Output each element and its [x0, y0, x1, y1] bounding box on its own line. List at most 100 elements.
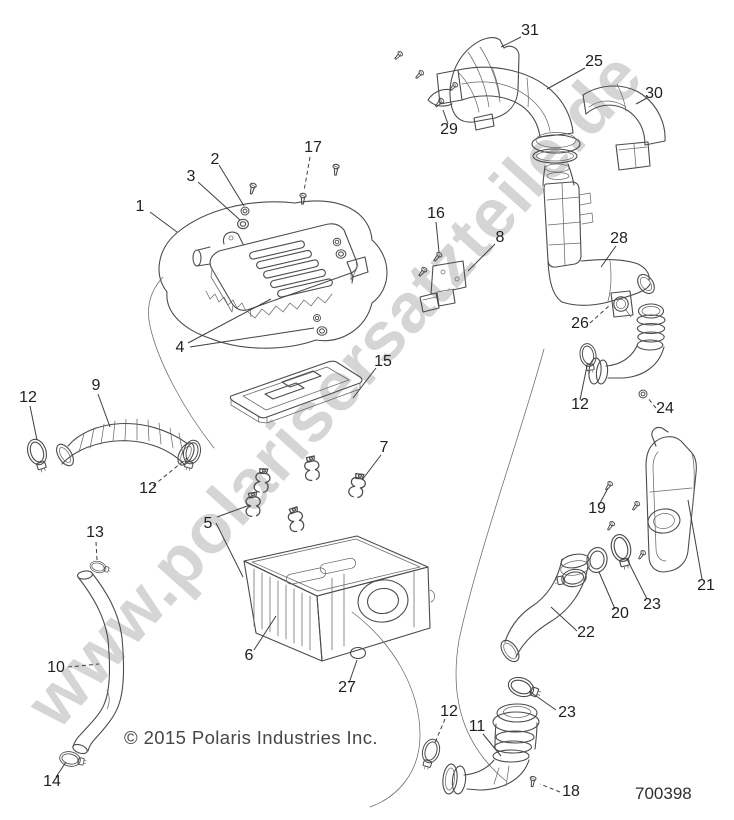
- leader-29: [442, 109, 449, 125]
- callout-23-b: 23: [558, 704, 576, 721]
- part-screws-17: [247, 163, 340, 205]
- leader-12c: [579, 365, 588, 401]
- callout-17: 17: [304, 139, 322, 156]
- leader-18: [539, 783, 561, 793]
- part-seal-ring: [532, 148, 578, 164]
- part-airbox-base: [243, 535, 435, 662]
- screw-icon: [636, 549, 647, 561]
- leader-lines: [29, 36, 703, 793]
- screw-icon: [605, 520, 616, 532]
- callout-14: 14: [43, 773, 61, 790]
- screw-icon: [331, 163, 340, 176]
- callout-12-d: 12: [440, 703, 458, 720]
- leader-4a: [187, 298, 272, 344]
- callout-5: 5: [204, 515, 213, 532]
- callout-12-b: 12: [139, 480, 157, 497]
- callout-6: 6: [245, 647, 254, 664]
- leader-5a: [216, 504, 251, 518]
- leader-12a: [29, 405, 38, 441]
- leader-25: [546, 67, 586, 90]
- leader-8: [467, 243, 496, 272]
- callout-21: 21: [697, 577, 715, 594]
- part-duct-25: [436, 66, 581, 164]
- leader-7: [361, 454, 382, 481]
- part-ring-20: [586, 547, 608, 573]
- clip-icon: [286, 505, 306, 534]
- screw-icon: [413, 69, 425, 81]
- part-boot-11: [442, 703, 540, 795]
- part-clamp-23-mid: [607, 531, 636, 572]
- callout-labels: 1 2 3 4 5 6 7 8 9 10 11 12 12 12 12 13 1…: [19, 22, 715, 800]
- leader-5b: [215, 522, 244, 578]
- callout-1: 1: [136, 198, 145, 215]
- leader-4b: [189, 327, 315, 348]
- leader-12d: [433, 718, 446, 746]
- nut-2: [240, 206, 250, 216]
- callout-12-a: 12: [19, 389, 37, 406]
- part-bracket-8: [419, 260, 467, 313]
- leader-13: [95, 541, 98, 561]
- leader-15: [352, 367, 377, 399]
- leader-19: [598, 487, 609, 506]
- part-clamp-12-left: [23, 436, 53, 475]
- part-clamp-23-bottom: [505, 673, 544, 704]
- grommet: [335, 249, 347, 259]
- callout-15: 15: [374, 353, 392, 370]
- callout-7: 7: [380, 439, 389, 456]
- screw-icon: [247, 182, 258, 196]
- leader-28: [600, 245, 617, 268]
- callout-27: 27: [338, 679, 356, 696]
- nut: [332, 237, 342, 247]
- screw-icon: [630, 500, 641, 512]
- callout-30: 30: [645, 85, 663, 102]
- leader-31: [500, 36, 522, 48]
- callout-24: 24: [656, 400, 674, 417]
- part-intake-hose-9: [56, 418, 195, 467]
- part-hose-22: [500, 553, 590, 663]
- leader-14: [55, 761, 67, 778]
- leader-24: [646, 396, 657, 409]
- part-clamp-12-right: [577, 341, 600, 375]
- part-grommet-27: [349, 646, 367, 660]
- part-airbox-cover: [192, 223, 369, 319]
- callout-9: 9: [92, 377, 101, 394]
- part-boot-right: [588, 303, 666, 385]
- leader-16: [435, 221, 440, 253]
- leader-20: [598, 571, 616, 610]
- leader-27: [348, 659, 358, 684]
- part-duct-31: [427, 37, 520, 131]
- leader-6: [253, 615, 277, 651]
- callout-28: 28: [610, 230, 628, 247]
- leader-23a: [626, 558, 648, 600]
- leader-3: [197, 181, 241, 221]
- callout-11: 11: [469, 718, 486, 735]
- callout-22: 22: [577, 624, 595, 641]
- body-reference-curves: [351, 348, 545, 808]
- leader-23b: [528, 690, 557, 711]
- leader-22: [550, 606, 578, 632]
- grommet: [316, 326, 328, 336]
- diagram-line-art: [23, 37, 697, 808]
- part-duct-30: [582, 83, 666, 171]
- part-screws-19: [603, 480, 647, 561]
- part-cover-assembly-outline: [148, 200, 388, 449]
- leader-30: [635, 97, 648, 105]
- callout-25: 25: [585, 53, 603, 70]
- callout-31: 31: [521, 22, 539, 39]
- grommet-3: [237, 218, 249, 230]
- part-nut-24: [638, 389, 648, 399]
- screw-icon: [603, 480, 614, 492]
- nut: [313, 314, 321, 322]
- callout-4: 4: [176, 339, 185, 356]
- callout-3: 3: [187, 168, 196, 185]
- leader-21: [687, 499, 703, 580]
- callout-20: 20: [611, 605, 629, 622]
- screw-icon: [392, 50, 404, 62]
- callout-26: 26: [571, 315, 589, 332]
- callout-2: 2: [211, 151, 220, 168]
- callout-13: 13: [86, 524, 104, 541]
- callout-8: 8: [496, 229, 505, 246]
- part-panel-21: [645, 426, 697, 573]
